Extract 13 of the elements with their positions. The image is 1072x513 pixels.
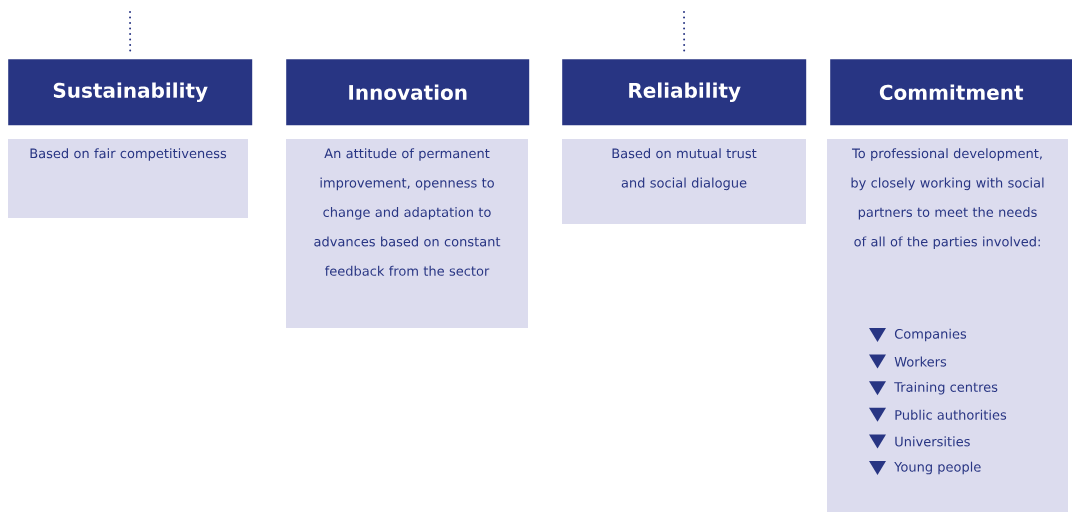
- text-box: An attitude of permanent improvement, openness to change and adaptation to advances based on constant feedback from the sector: [286, 139, 528, 328]
- heading-box: Innovation: [286, 59, 530, 126]
- list-item: Public authorities: [895, 409, 1007, 420]
- list-item: Young people: [894, 461, 981, 475]
- heading-box: Commitment: [830, 59, 1072, 126]
- text-box: Based on mutual trust and social dialogue: [562, 139, 806, 224]
- list-item: Companies: [894, 328, 967, 342]
- heading-box: Sustainability: [8, 59, 253, 126]
- list-item: Training centres: [894, 381, 998, 395]
- list-item: Universities: [895, 436, 970, 447]
- heading-box: Reliability: [562, 59, 807, 126]
- text-box: Based on fair competitiveness: [8, 139, 248, 218]
- list-item: Workers: [894, 356, 947, 367]
